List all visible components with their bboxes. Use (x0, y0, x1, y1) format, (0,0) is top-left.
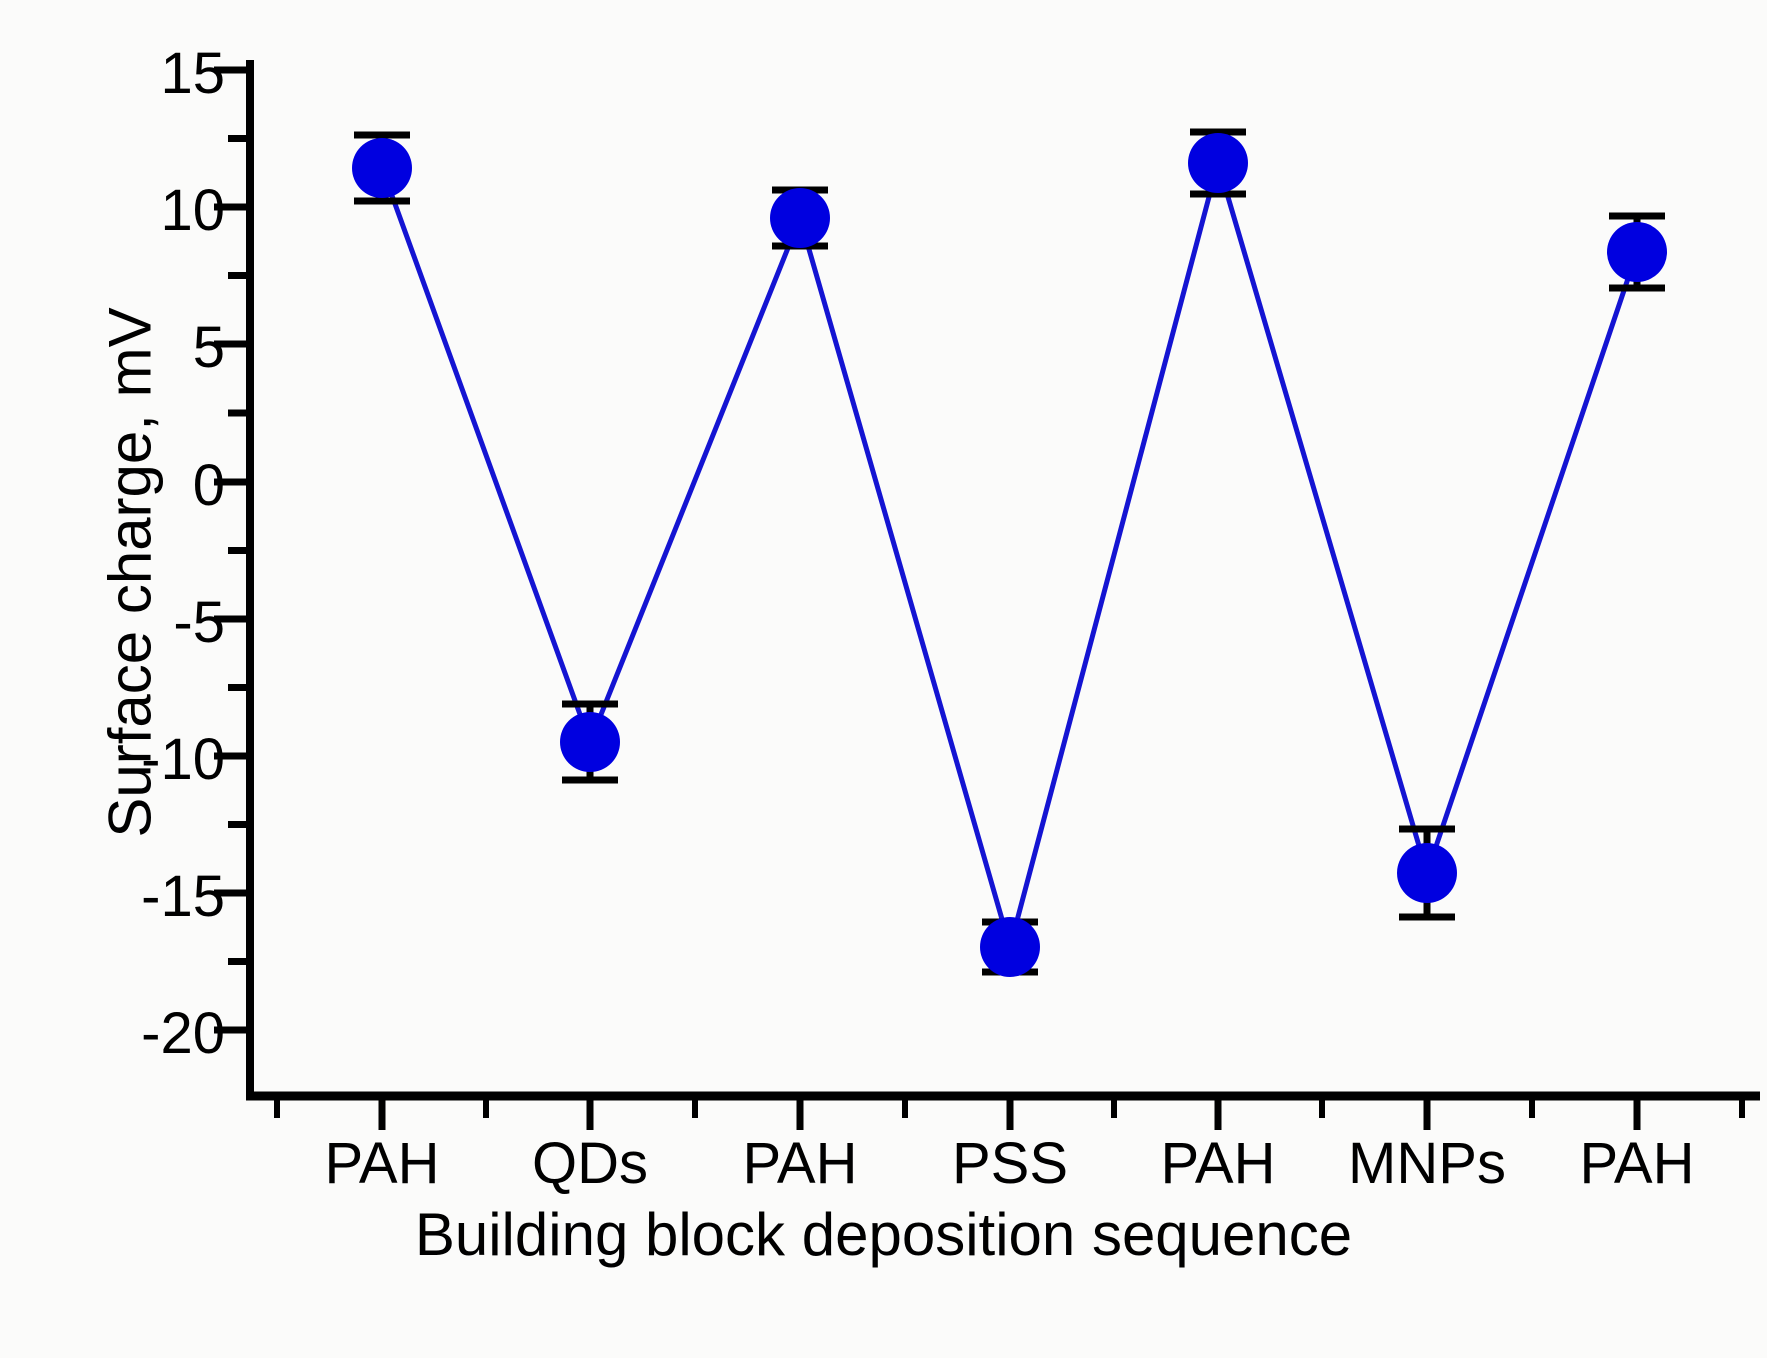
data-point-marker (352, 138, 412, 198)
y-minor-ticks (228, 135, 250, 965)
x-tick-label-pah-1: PAH (324, 1131, 440, 1196)
x-minor-ticks (274, 1096, 1745, 1118)
y-major-ticks (214, 66, 250, 1034)
error-bars (354, 128, 1665, 976)
x-axis-title: Building block deposition sequence (414, 1201, 1353, 1268)
data-markers (352, 133, 1667, 977)
y-tick-label: -20 (141, 1001, 225, 1066)
x-major-ticks (378, 1096, 1641, 1130)
y-tick-label: -10 (141, 727, 225, 792)
x-tick-label-pss: PSS (951, 1131, 1069, 1196)
x-tick-label-pah-2: PAH (742, 1131, 858, 1196)
data-point-marker (1188, 133, 1248, 193)
data-point-marker (560, 712, 620, 772)
x-tick-label-mnps: MNPs (1348, 1131, 1506, 1196)
data-point-marker (770, 188, 830, 248)
data-point-marker (980, 917, 1040, 977)
x-tick-label-qds: QDs (532, 1131, 648, 1196)
data-point-marker (1607, 222, 1667, 282)
data-point-marker (1397, 843, 1457, 903)
x-tick-label-pah-4: PAH (1579, 1131, 1695, 1196)
x-tick-label-pah-3: PAH (1160, 1131, 1276, 1196)
y-tick-label: -15 (141, 864, 225, 929)
